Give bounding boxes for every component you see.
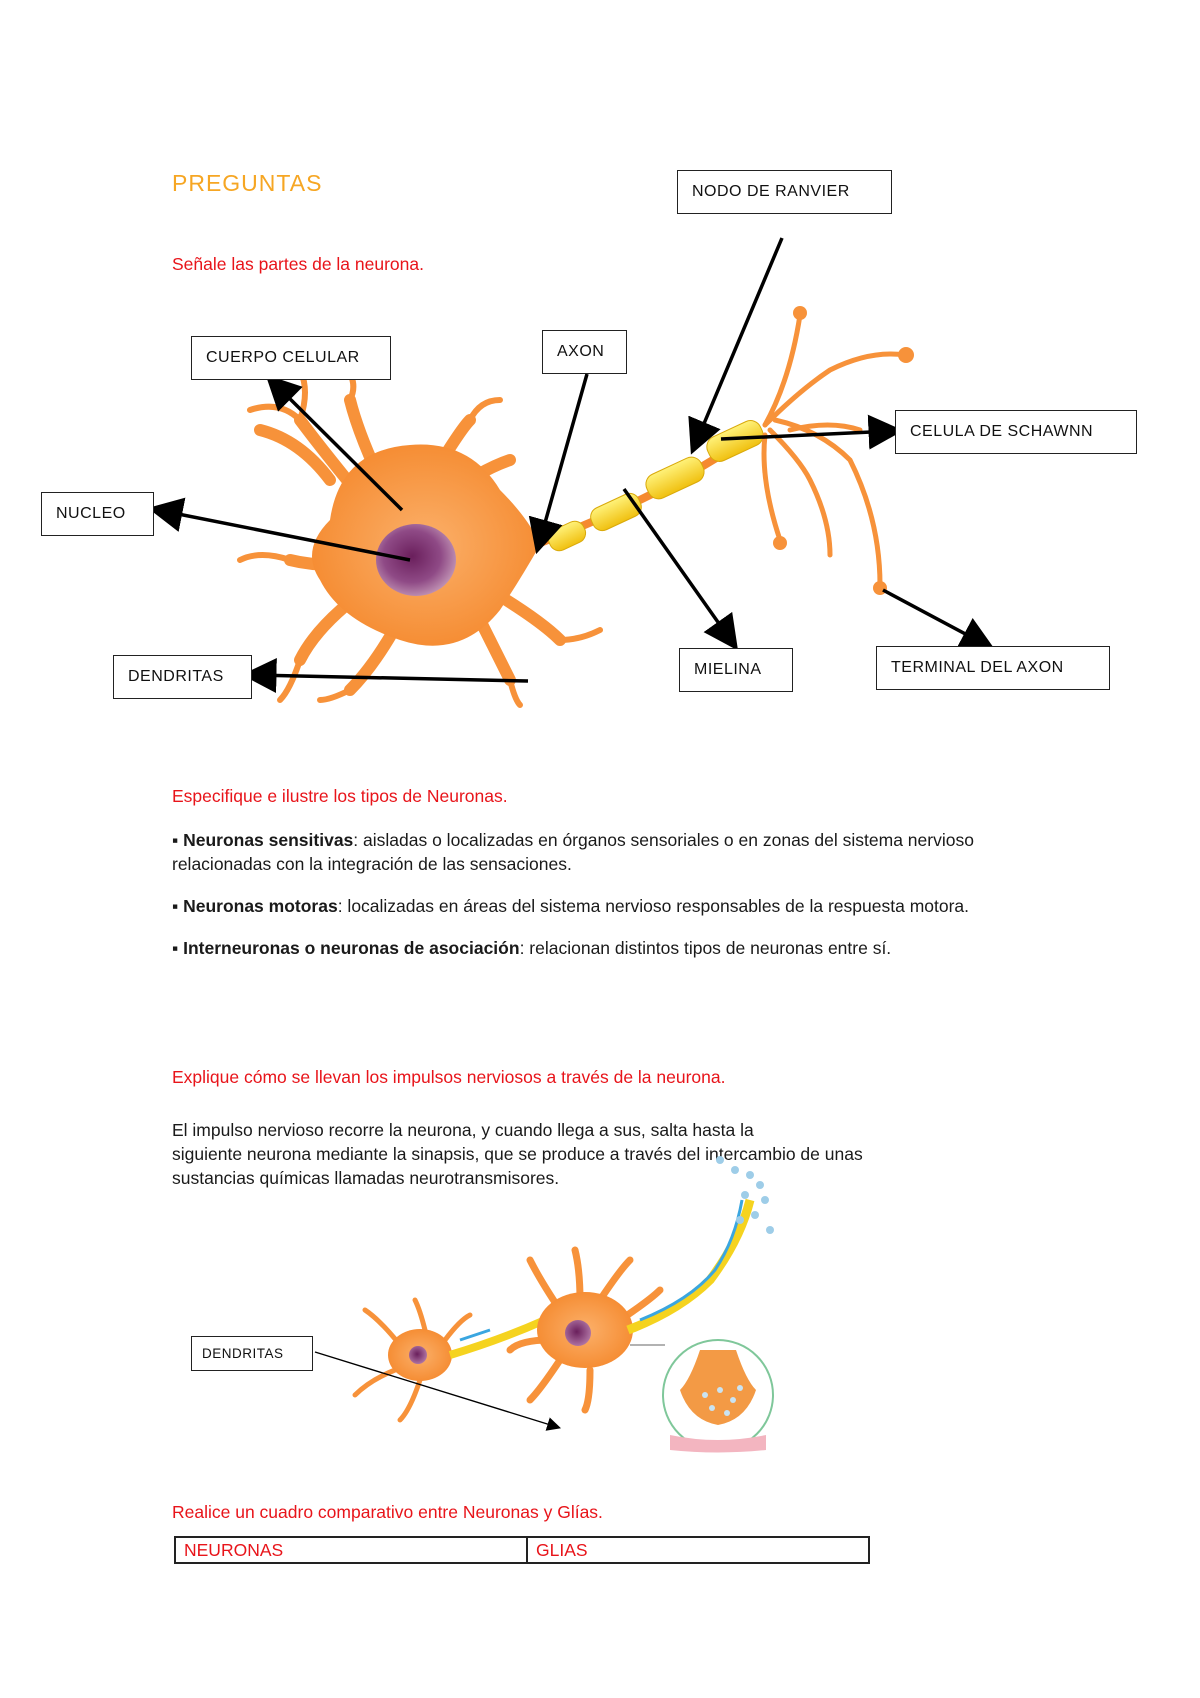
list-item: ▪ Neuronas motoras: localizadas en áreas… bbox=[172, 896, 970, 916]
table-header-glias: GLIAS bbox=[536, 1540, 588, 1560]
comparison-table: NEURONAS GLIAS bbox=[174, 1536, 870, 1564]
label-mielina: MIELINA bbox=[679, 648, 793, 692]
neuron-diagram bbox=[147, 237, 996, 708]
page-title: PREGUNTAS bbox=[172, 170, 323, 196]
label-nucleo: NUCLEO bbox=[41, 492, 154, 536]
label-terminal-axon: TERMINAL DEL AXON bbox=[876, 646, 1110, 690]
impulse-explanation: El impulso nervioso recorre la neurona, … bbox=[172, 1120, 863, 1188]
synapse-zoom bbox=[662, 1339, 774, 1451]
label-axon: AXON bbox=[542, 330, 627, 374]
axon-terminals bbox=[761, 312, 908, 588]
question-4: Realice un cuadro comparativo entre Neur… bbox=[172, 1502, 603, 1522]
list-item: ▪ Interneuronas o neuronas de asociación… bbox=[172, 938, 892, 958]
label-celula-schwann: CELULA DE SCHAWNN bbox=[895, 410, 1137, 454]
neuron-types-list: ▪ Neuronas sensitivas: aisladas o locali… bbox=[172, 828, 1052, 960]
label-dendritas: DENDRITAS bbox=[113, 655, 252, 699]
label-dendritas-2: DENDRITAS bbox=[191, 1336, 313, 1371]
label-nodo-ranvier: NODO DE RANVIER bbox=[677, 170, 892, 214]
question-3: Explique cómo se llevan los impulsos ner… bbox=[172, 1067, 726, 1087]
list-item: ▪ Neuronas sensitivas: aisladas o locali… bbox=[172, 830, 974, 874]
question-1: Señale las partes de la neurona. bbox=[172, 254, 424, 274]
question-2: Especifique e ilustre los tipos de Neuro… bbox=[172, 786, 508, 806]
nucleus-shape bbox=[376, 524, 456, 596]
table-header-neuronas: NEURONAS bbox=[176, 1538, 528, 1562]
label-cuerpo-celular: CUERPO CELULAR bbox=[191, 336, 391, 380]
